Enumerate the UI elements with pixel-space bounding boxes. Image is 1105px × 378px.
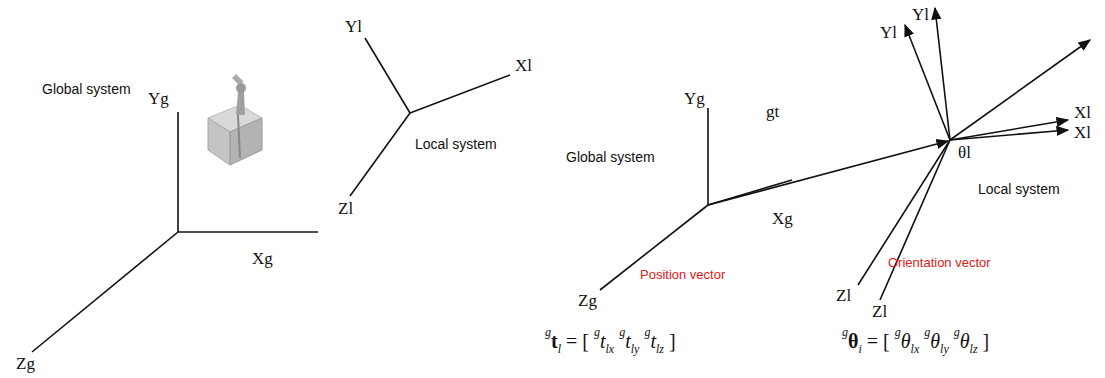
axis-label: Zl (872, 303, 887, 322)
formula-term: g (895, 326, 901, 339)
formula-term: g (594, 326, 600, 339)
formula-term: lx (911, 343, 920, 356)
formula-term: ly (631, 343, 640, 356)
formula-term: [ (582, 330, 589, 352)
formula-term: i (858, 343, 861, 356)
axis-label: Yg (684, 90, 705, 109)
axis-label: Zl (338, 200, 353, 219)
formula-term: θ (901, 330, 911, 352)
y-axis (935, 8, 950, 140)
formula-term: g (619, 326, 625, 339)
system-name: Global system (566, 150, 655, 165)
formula-term: ly (940, 343, 949, 356)
formula-term: lx (606, 343, 615, 356)
formula-term: g (644, 326, 650, 339)
formula-term: θ (960, 330, 970, 352)
formula-term: t (600, 330, 606, 352)
x-axis (950, 120, 1068, 140)
formula-term: lz (656, 343, 664, 356)
formula-term: = (566, 330, 577, 352)
system-name: Global system (42, 82, 131, 97)
x-axis (178, 231, 318, 233)
axis-label: Xl (1074, 124, 1091, 143)
axis-label: Yl (345, 18, 362, 37)
y-axis (177, 112, 179, 232)
axis-label: Xl (1074, 104, 1091, 123)
caption-label: Position vector (640, 268, 725, 282)
z-axis (880, 140, 950, 300)
formula-term: t (650, 330, 656, 352)
axis-label: Xl (515, 57, 532, 76)
y-axis (365, 38, 410, 113)
formula-term: θ (848, 330, 858, 352)
z-axis (350, 113, 410, 196)
axis-label: Xg (252, 250, 273, 269)
axis-label: Xg (772, 210, 793, 229)
x-axis (950, 130, 1068, 140)
orientation-line (950, 40, 1090, 140)
object-icon (208, 74, 262, 165)
angle-label: θl (958, 144, 971, 163)
x-axis (410, 75, 510, 113)
formula-term: = (867, 330, 878, 352)
axis-label: Zl (836, 287, 851, 306)
system-name: Local system (415, 137, 497, 152)
formula-term: lz (970, 343, 978, 356)
formula-term: ] (983, 330, 990, 352)
formula-term: ] (669, 330, 676, 352)
formula-term: g (842, 326, 848, 339)
axis-label: Yg (148, 90, 169, 109)
formula-term: θ (930, 330, 940, 352)
caption-label: Orientation vector (888, 256, 991, 270)
formula-term: g (545, 326, 551, 339)
formula-term: l (558, 343, 561, 356)
formula-term: [ (883, 330, 890, 352)
axis-label: Yl (912, 6, 929, 25)
formula-term: t (551, 330, 558, 352)
y-axis (707, 108, 709, 205)
formula-term: g (954, 326, 960, 339)
position-vector-line (708, 141, 948, 205)
system-name: Local system (978, 182, 1060, 197)
z-axis (32, 232, 178, 352)
axis-label: Zg (16, 355, 35, 374)
formula-term: g (924, 326, 930, 339)
vector-label: gt (766, 103, 779, 122)
formula-term: t (625, 330, 631, 352)
axis-label: Zg (578, 292, 597, 311)
axis-label: Yl (880, 24, 897, 43)
